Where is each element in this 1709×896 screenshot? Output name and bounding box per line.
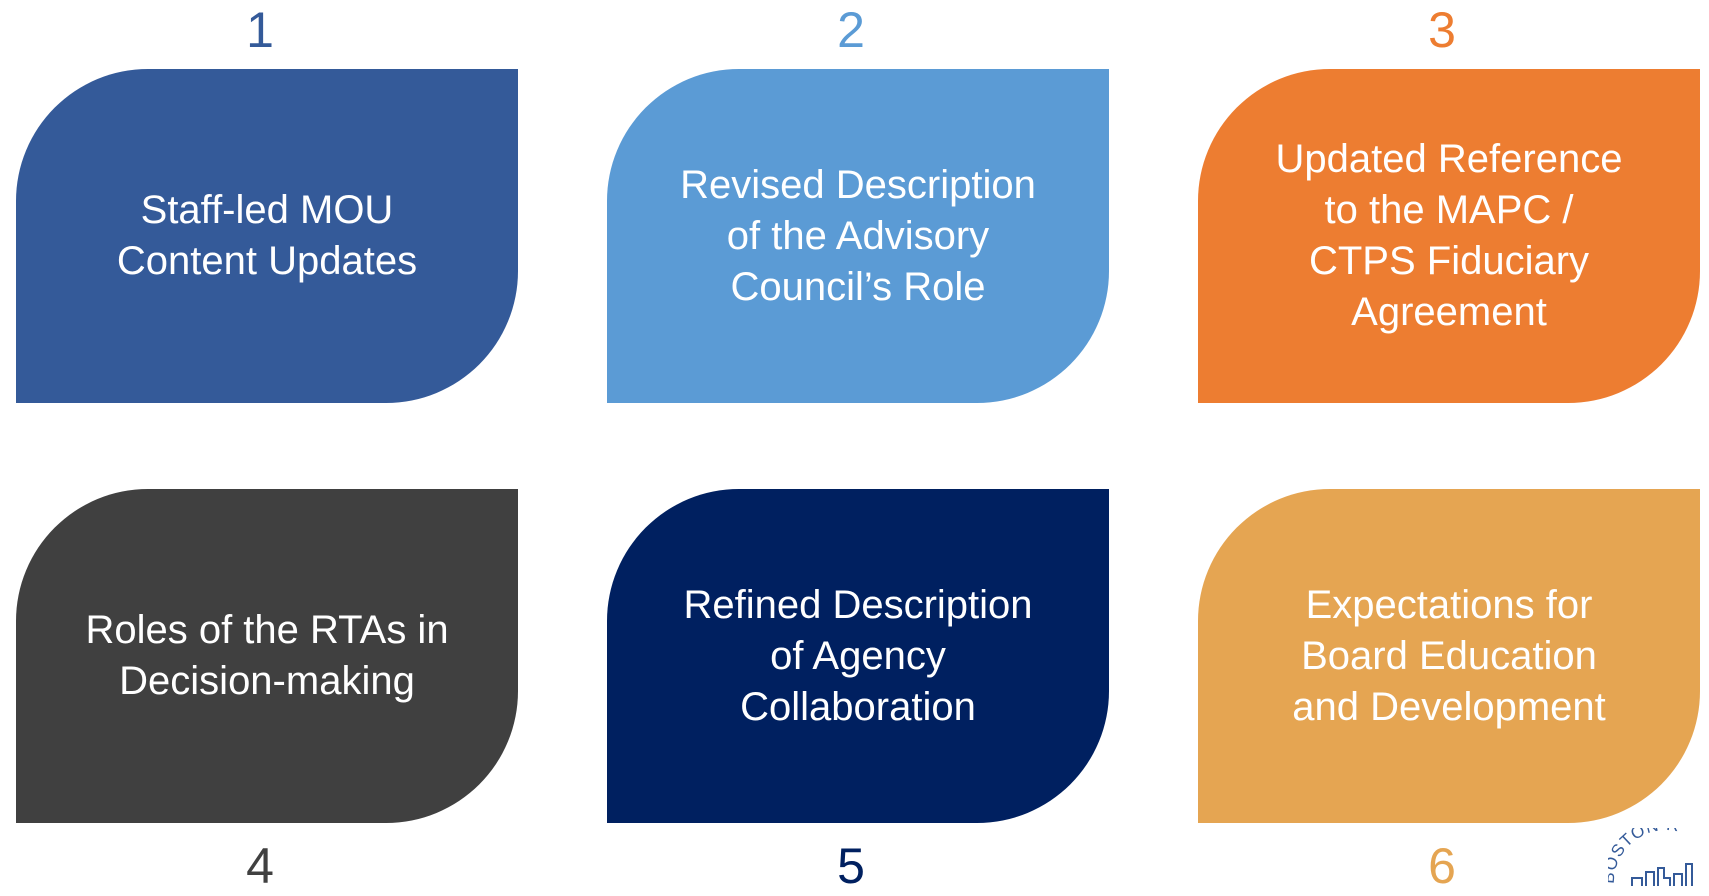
svg-text:BOSTON R: BOSTON R (1608, 828, 1681, 884)
step-number-2: 2 (837, 2, 865, 58)
step-number-1: 1 (246, 2, 274, 58)
skyline-logo-icon: BOSTON R (1608, 828, 1693, 886)
step-number-6: 6 (1428, 838, 1456, 894)
step-number-5: 5 (837, 838, 865, 894)
logo-text: BOSTON R (1608, 828, 1680, 884)
step-number-4: 4 (246, 838, 274, 894)
step-number-3: 3 (1428, 2, 1456, 58)
